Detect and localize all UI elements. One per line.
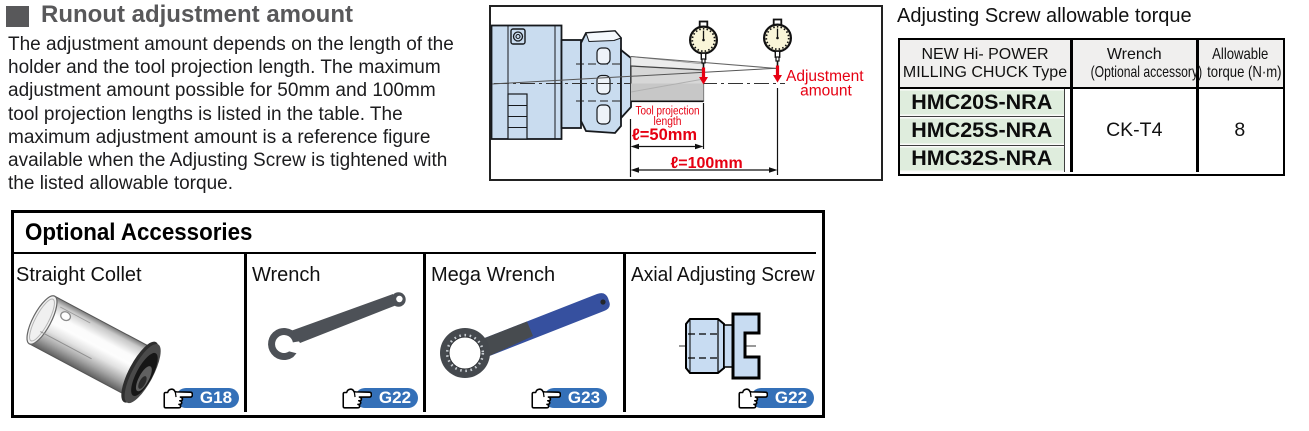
svg-text:Adjustment: Adjustment — [786, 68, 864, 85]
svg-text:Tool projection: Tool projection — [636, 106, 700, 118]
svg-text:length: length — [654, 116, 682, 128]
svg-text:ℓ=50mm: ℓ=50mm — [632, 126, 697, 144]
svg-text:ℓ=100mm: ℓ=100mm — [670, 155, 742, 172]
svg-text:amount: amount — [800, 83, 852, 100]
